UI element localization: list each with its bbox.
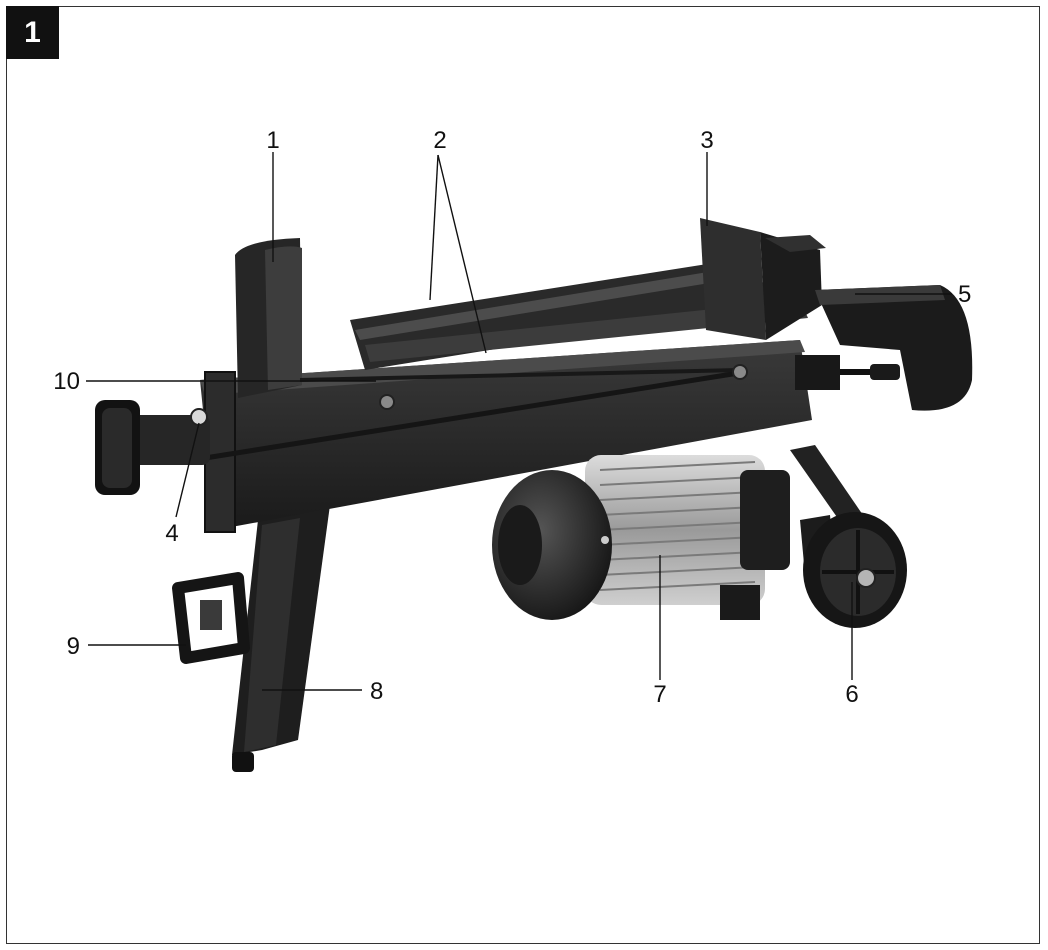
transport-wheel [803,512,907,628]
callout-3: 3 [700,127,713,154]
control-lever [795,355,900,390]
carry-handle [172,572,250,664]
figure-number-badge: 1 [6,6,59,59]
leader-4 [175,422,200,518]
cylinder-end [95,400,210,495]
figure-frame [6,6,1040,944]
front-leg [232,505,330,772]
callout-5: 5 [958,281,971,308]
push-plate [700,218,826,340]
splitting-wedge [235,238,302,398]
callout-8: 8 [370,678,383,705]
control-guard [815,285,973,411]
callout-2: 2 [433,127,446,154]
leader-2a [429,154,439,301]
callout-labels: 1 2 3 5 10 4 9 8 7 6 [53,127,971,708]
callout-10: 10 [53,368,80,395]
callout-4: 4 [165,520,178,547]
callout-9: 9 [67,633,80,660]
log-trough [350,262,808,370]
motor-fins [599,461,756,591]
leader-2b [437,154,487,354]
electric-motor [492,455,790,620]
callout-7: 7 [653,681,666,708]
callout-1: 1 [266,127,279,154]
callout-6: 6 [845,681,858,708]
pull-rod [179,364,748,465]
leader-lines [86,152,952,691]
machine-illustration [95,218,973,772]
